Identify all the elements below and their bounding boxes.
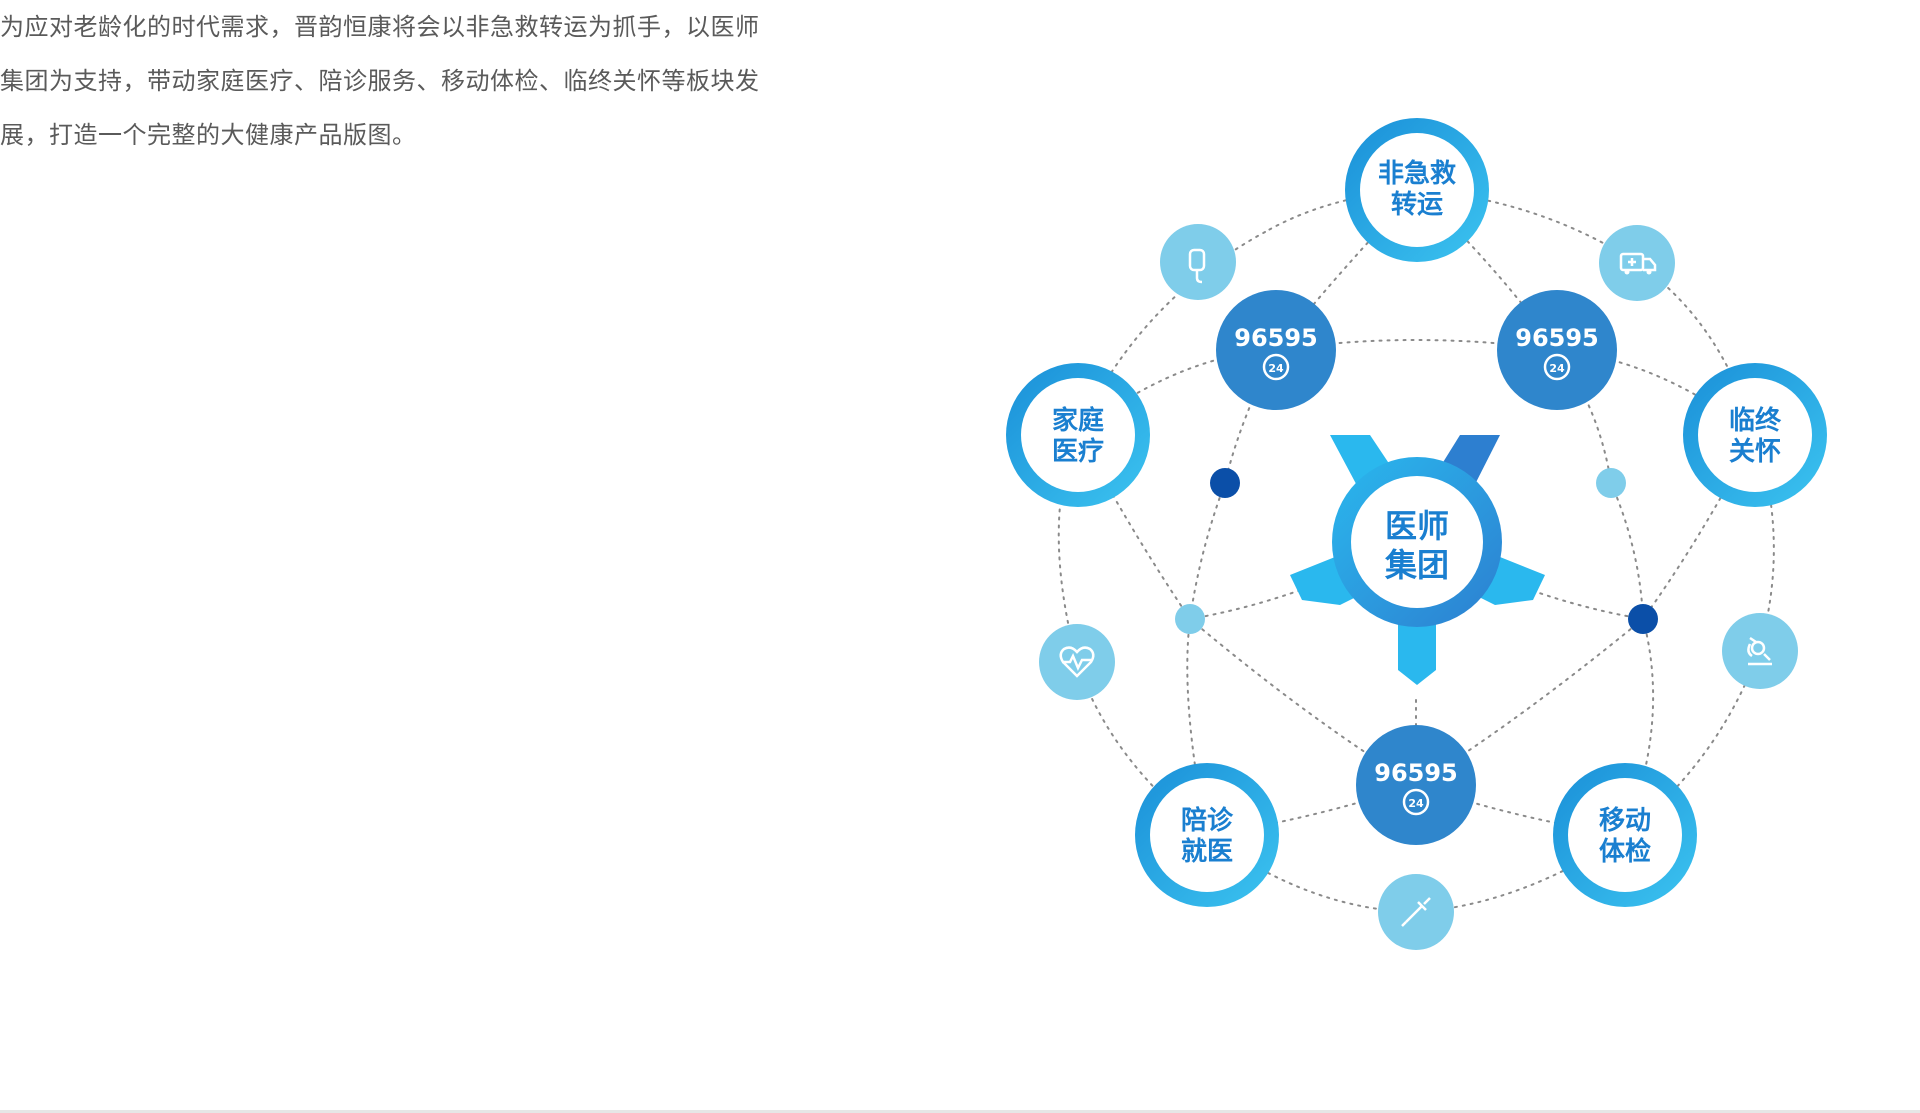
iv-bag-icon <box>1160 224 1236 300</box>
hotline-number: 96595 <box>1234 324 1318 352</box>
hub-label-line2: 集团 <box>1384 546 1449 584</box>
accent-dot <box>1628 604 1658 634</box>
syringe-icon <box>1378 874 1454 950</box>
module-hospice: 临终 关怀 <box>1683 363 1827 507</box>
heartbeat-icon <box>1039 624 1115 700</box>
hotline-node: 96595 24 <box>1497 290 1617 410</box>
phone-24-icon: 24 <box>1543 353 1571 381</box>
module-label-line2: 体检 <box>1599 836 1651 867</box>
accent-dot <box>1175 604 1205 634</box>
module-label-line2: 就医 <box>1181 837 1233 867</box>
accent-dot <box>1596 468 1626 498</box>
module-checkup: 移动 体检 <box>1553 763 1697 907</box>
module-label-line2: 医疗 <box>1052 436 1104 467</box>
module-label-line2: 转运 <box>1391 190 1443 220</box>
hotline-badge: 24 <box>1268 362 1284 375</box>
phone-24-icon: 24 <box>1262 353 1290 381</box>
hotline-number: 96595 <box>1515 324 1599 352</box>
accent-dot <box>1210 468 1240 498</box>
module-label-line1: 家庭 <box>1052 405 1104 436</box>
hotline-node: 96595 24 <box>1356 725 1476 845</box>
module-label-line1: 非急救 <box>1378 159 1456 189</box>
gear-spoke <box>1398 620 1436 685</box>
intro-line: 集团为支持，带动家庭医疗、陪诊服务、移动体检、临终关怀等板块发 <box>0 67 760 95</box>
bottom-divider <box>0 1110 1920 1113</box>
hotline-badge: 24 <box>1549 362 1565 375</box>
intro-line: 展，打造一个完整的大健康产品版图。 <box>0 121 417 149</box>
module-label-line2: 关怀 <box>1729 437 1781 467</box>
microscope-icon <box>1722 613 1798 689</box>
doctor-group-hub: 医师 集团 <box>1290 435 1545 685</box>
hotline-node: 96595 24 <box>1216 290 1336 410</box>
module-label-line1: 临终 <box>1729 405 1782 436</box>
ambulance-icon <box>1599 225 1675 301</box>
hub-label-line1: 医师 <box>1385 507 1449 545</box>
phone-24-icon: 24 <box>1402 788 1430 816</box>
hotline-badge: 24 <box>1408 797 1424 810</box>
module-label-line1: 移动 <box>1599 806 1651 836</box>
hotline-number: 96595 <box>1374 759 1458 787</box>
intro-line: 为应对老龄化的时代需求，晋韵恒康将会以非急救转运为抓手，以医师 <box>0 13 760 41</box>
module-escort: 陪诊 就医 <box>1135 763 1279 907</box>
module-transport: 非急救 转运 <box>1345 118 1489 262</box>
module-family: 家庭 医疗 <box>1006 363 1150 507</box>
intro-paragraph: 为应对老龄化的时代需求，晋韵恒康将会以非急救转运为抓手，以医师 集团为支持，带动… <box>0 0 800 162</box>
module-label-line1: 陪诊 <box>1181 805 1234 836</box>
